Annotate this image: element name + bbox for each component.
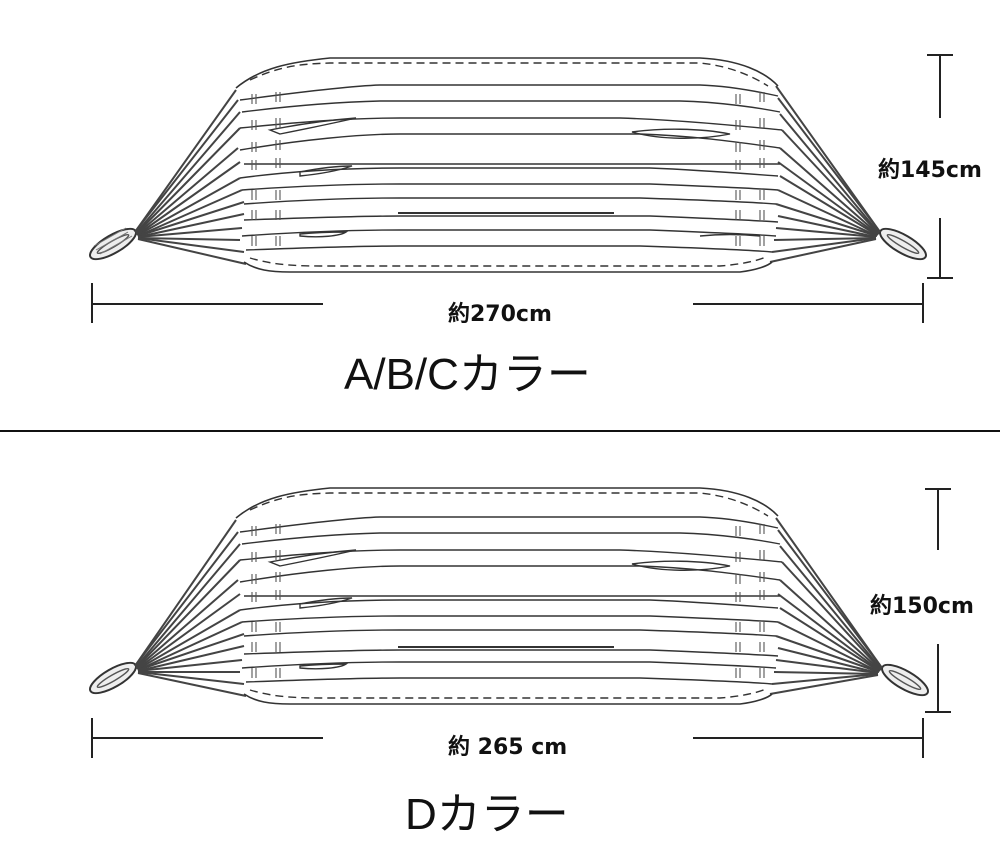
height-label: 約150cm [870, 594, 974, 619]
width-dim-right-cap [922, 718, 924, 758]
width-label: 約270cm [448, 302, 552, 327]
width-label: 約 265 cm [448, 735, 568, 760]
width-dim-line-left [91, 303, 323, 305]
height-dim-line-bottom [939, 218, 941, 278]
height-dim-bottom-cap [925, 711, 951, 713]
color-variant-title: Dカラー [405, 790, 569, 839]
color-variant-title: A/B/Cカラー [344, 350, 591, 399]
height-dim-line-top [937, 488, 939, 550]
width-dim-line-right [693, 737, 923, 739]
left-rope-loop-icon [89, 661, 137, 695]
left-rope-loop-icon [89, 227, 137, 261]
hammock-illustration [89, 487, 929, 705]
section-d-color: 約150cm 約 265 cm Dカラー [0, 432, 1000, 861]
height-dim-line-top [939, 54, 941, 118]
height-dim-bottom-cap [927, 277, 953, 279]
section-divider [0, 430, 1000, 432]
height-label: 約145cm [878, 158, 982, 183]
width-dim-line-left [91, 737, 323, 739]
right-rope-loop-icon [881, 663, 929, 697]
hammock-illustration [89, 57, 927, 273]
width-dim-line-right [693, 303, 923, 305]
width-dim-right-cap [922, 283, 924, 323]
height-dim-line-bottom [937, 644, 939, 712]
right-rope-loop-icon [879, 227, 927, 261]
section-abc-color: 約145cm 約270cm A/B/Cカラー [0, 0, 1000, 430]
